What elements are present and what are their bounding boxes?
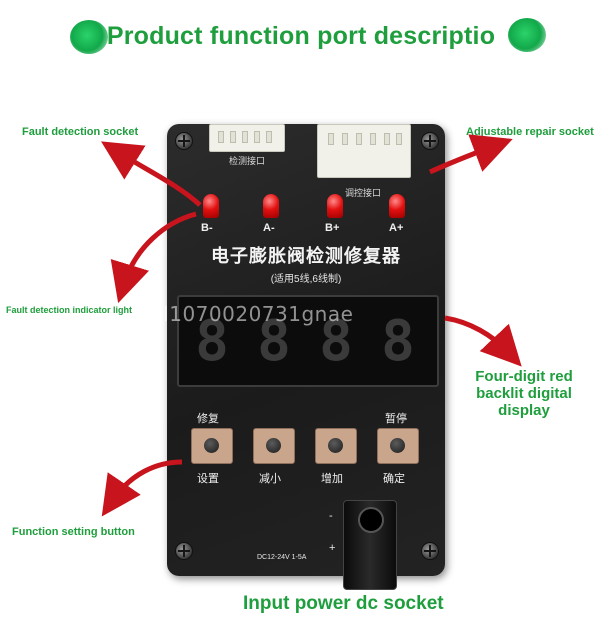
callout-display-line1: Four-digit red — [475, 368, 573, 385]
screw-top-left — [175, 132, 193, 150]
confirm-button[interactable] — [377, 428, 419, 464]
led-4 — [389, 194, 405, 218]
callout-button: Function setting button — [12, 526, 135, 538]
led-2 — [263, 194, 279, 218]
watermark-text: nl1070020731gnae — [150, 302, 354, 326]
fault-socket-silkscreen: 检测接口 — [229, 156, 266, 166]
power-plus-label: + — [329, 542, 336, 554]
button-1-top-label: 修复 — [197, 413, 219, 425]
callout-indicator: Fault detection indicator light — [6, 305, 132, 315]
button-1-bottom-label: 设置 — [197, 473, 219, 485]
fault-detection-socket — [209, 124, 285, 152]
callout-display: Four-digit red backlit digital display — [460, 368, 588, 419]
pcb-board: 检测接口 调控接口 B- A- B+ A+ 电子膨胀阀检测修复器 (适用5线,6… — [167, 124, 445, 590]
arrow-button — [101, 459, 183, 517]
callout-display-line2: backlit digital — [476, 385, 572, 402]
led-3 — [327, 194, 343, 218]
digit-4: 8 — [381, 309, 415, 374]
arrow-fault-socket — [101, 141, 202, 207]
digit-2: 8 — [257, 309, 291, 374]
decrease-button[interactable] — [253, 428, 295, 464]
board-subtitle: (适用5线,6线制) — [270, 274, 342, 285]
seven-segment-display: 8 8 8 8 — [177, 295, 439, 387]
screw-top-right — [421, 132, 439, 150]
led-label-4: A+ — [389, 222, 404, 234]
repair-socket-silkscreen: 调控接口 — [345, 188, 382, 198]
digit-1: 8 — [195, 309, 229, 374]
led-label-1: B- — [201, 222, 213, 234]
button-4-top-label: 暂停 — [385, 413, 407, 425]
increase-button[interactable] — [315, 428, 357, 464]
screw-bottom-left — [175, 542, 193, 560]
button-3-bottom-label: 增加 — [321, 473, 343, 485]
set-button[interactable] — [191, 428, 233, 464]
callout-display-line3: display — [498, 402, 550, 419]
arrow-indicator — [110, 211, 197, 304]
page-title: Product function port descriptio — [106, 22, 496, 50]
screw-bottom-right — [421, 542, 439, 560]
callout-fault-socket: Fault detection socket — [22, 126, 139, 138]
button-2-bottom-label: 减小 — [259, 473, 281, 485]
button-4-bottom-label: 确定 — [383, 473, 405, 485]
dc-power-socket — [343, 500, 397, 590]
repair-socket — [317, 124, 411, 178]
led-1 — [203, 194, 219, 218]
digit-3: 8 — [319, 309, 353, 374]
board-title: 电子膨胀阀检测修复器 — [211, 246, 401, 266]
green-dot-left — [70, 20, 108, 54]
arrow-repair-socket — [428, 134, 513, 175]
green-dot-right — [508, 18, 546, 52]
power-minus-label: - — [329, 510, 333, 522]
power-spec-label: DC12-24V 1-5A — [257, 554, 307, 561]
arrow-display — [444, 315, 522, 367]
led-label-2: A- — [263, 222, 275, 234]
callout-power: Input power dc socket — [243, 593, 444, 614]
led-label-3: B+ — [325, 222, 340, 234]
